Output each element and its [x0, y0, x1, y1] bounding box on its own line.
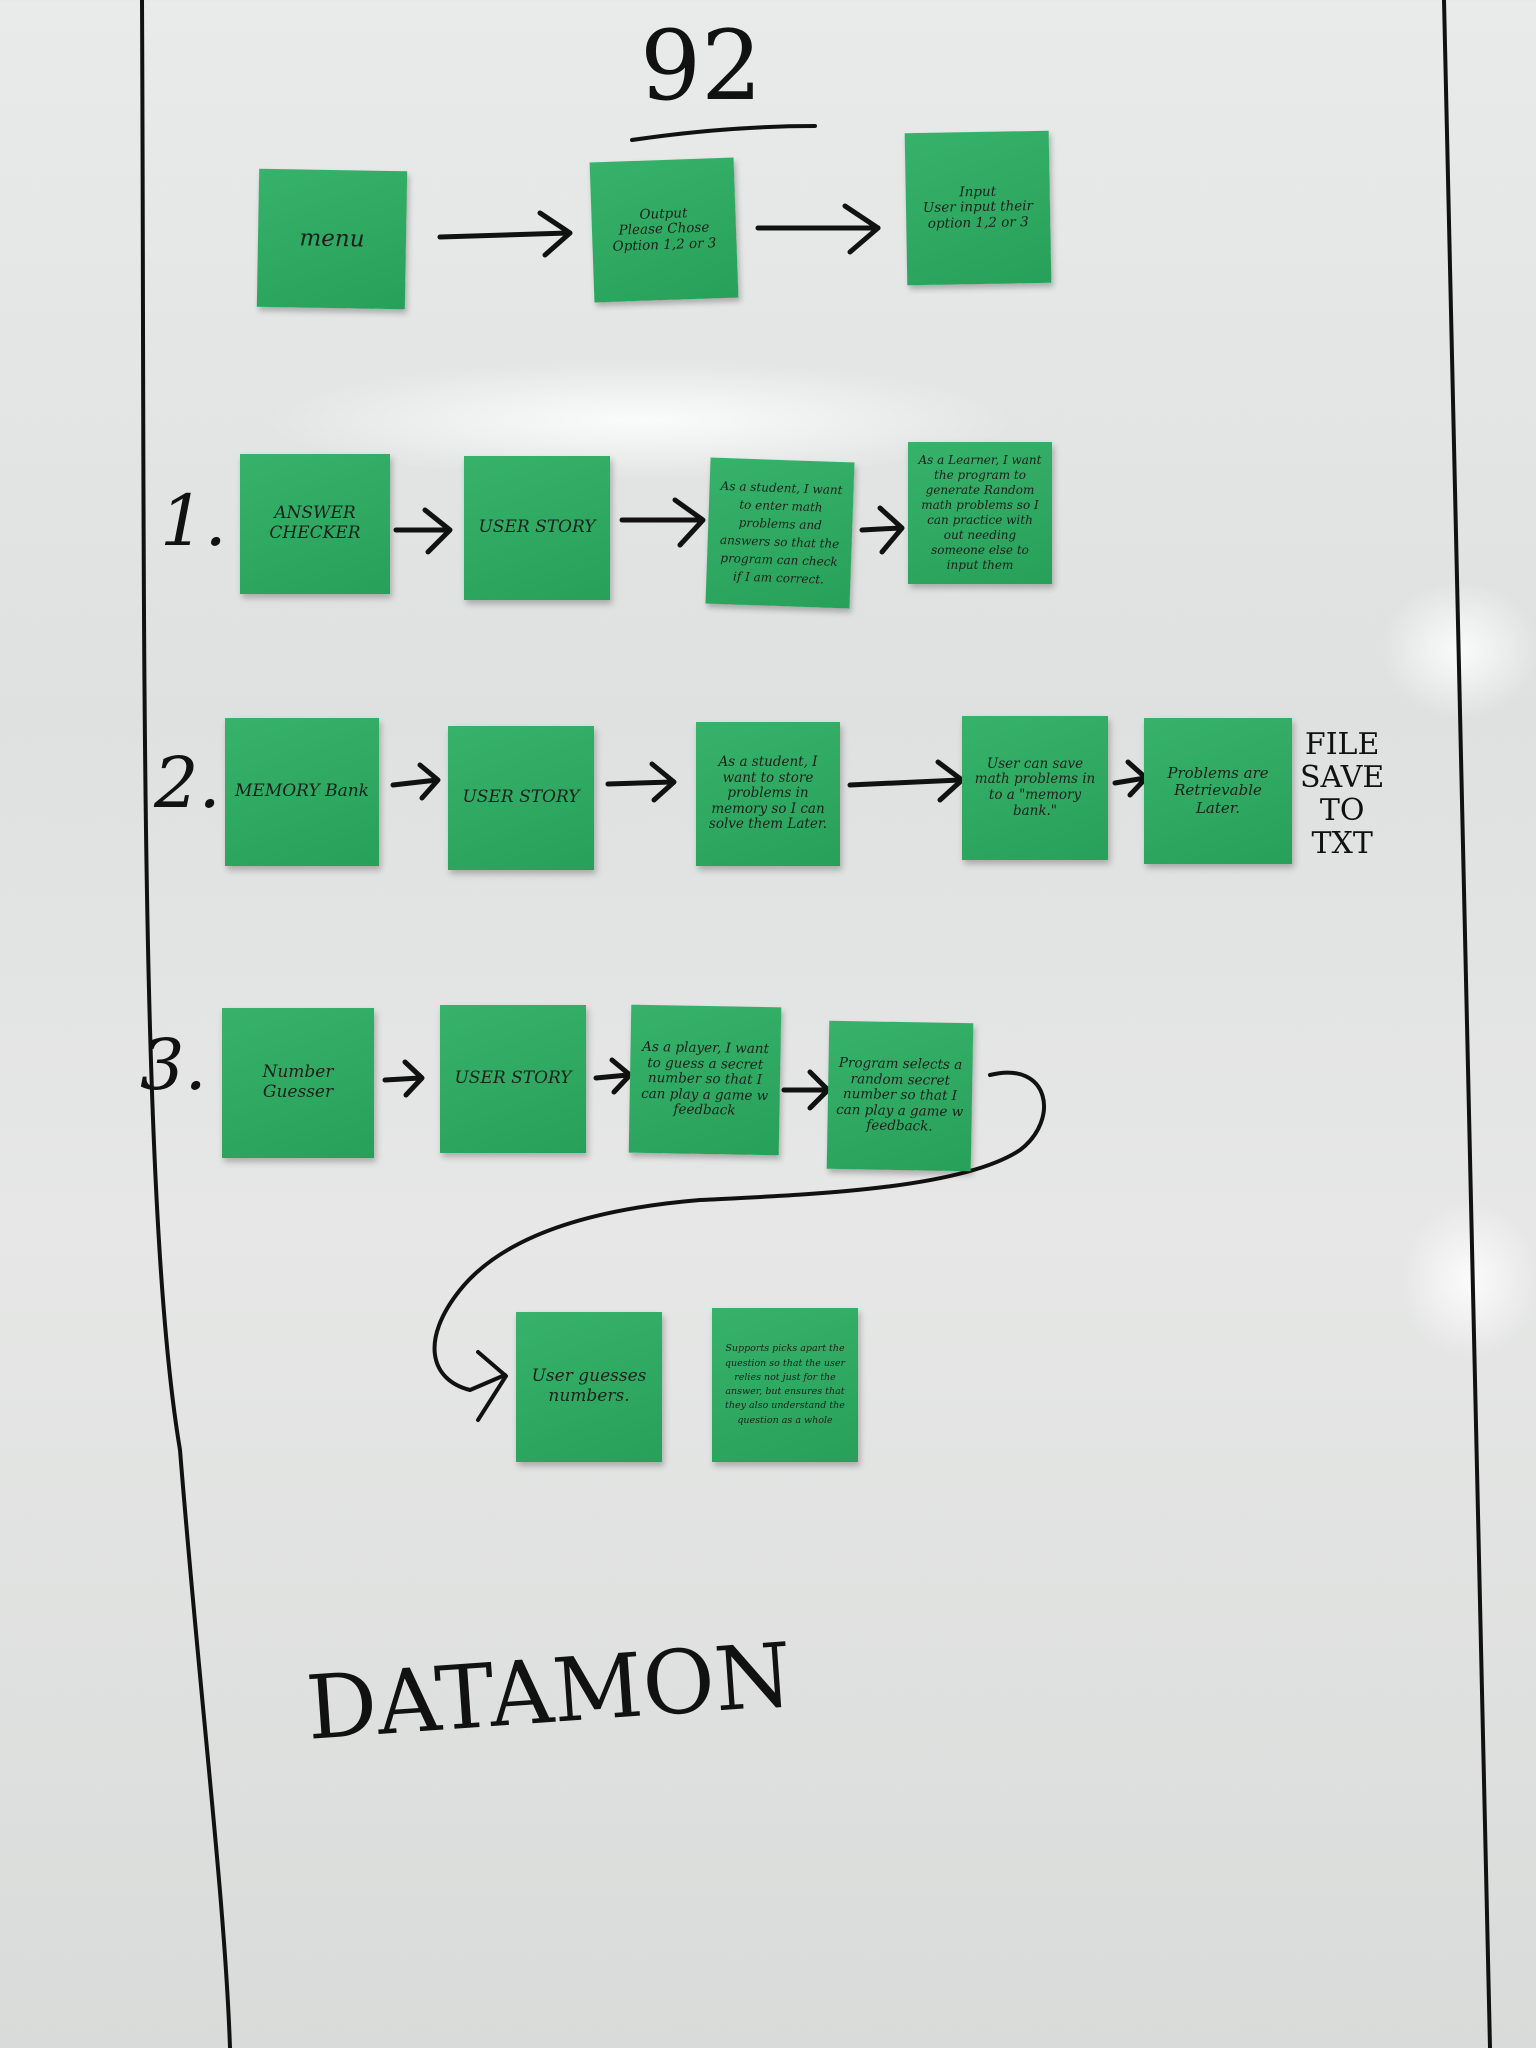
- arrow: [605, 761, 677, 803]
- sticky-note: USER STORY: [448, 726, 594, 870]
- sticky-note: Supports picks apart the question so tha…: [712, 1308, 858, 1462]
- arrow: [393, 507, 453, 555]
- sticky-note: USER STORY: [440, 1005, 586, 1153]
- sticky-note: ANSWER CHECKER: [240, 454, 390, 594]
- arrow: [859, 505, 905, 555]
- curved-arrow-head: [476, 1350, 508, 1422]
- row-number: 2.: [154, 742, 221, 824]
- sticky-note: As a student, I want to enter math probl…: [705, 457, 855, 609]
- sticky-note: Program selects a random secret number s…: [826, 1020, 974, 1172]
- sticky-note: Problems are Retrievable Later.: [1144, 718, 1292, 864]
- row-number: 3.: [140, 1024, 207, 1106]
- sticky-note: User guesses numbers.: [516, 1312, 662, 1462]
- board-left-border: [140, 0, 232, 2048]
- sticky-note: As a player, I want to guess a secret nu…: [628, 1004, 782, 1156]
- arrow: [437, 210, 573, 258]
- row-number: 1.: [160, 480, 227, 562]
- heading-underline: [630, 124, 817, 142]
- arrow: [847, 759, 965, 803]
- sticky-note: Output Please Chose Option 1,2 or 3: [589, 157, 739, 303]
- arrow: [619, 497, 706, 548]
- arrow: [755, 203, 881, 255]
- sticky-note: menu: [256, 168, 408, 310]
- sticky-note: As a student, I want to store problems i…: [696, 722, 840, 866]
- board-heading: 92: [640, 10, 763, 122]
- board-right-border: [1442, 0, 1492, 2048]
- arrow: [593, 1057, 633, 1095]
- sticky-note: User can save math problems in to a "mem…: [962, 716, 1108, 860]
- arrow: [781, 1069, 831, 1111]
- sticky-note: As a Learner, I want the program to gene…: [908, 442, 1052, 584]
- arrow: [1112, 759, 1149, 798]
- sticky-note: MEMORY Bank: [225, 718, 379, 866]
- sticky-note: Input User input their option 1,2 or 3: [904, 130, 1052, 286]
- arrow: [382, 1059, 425, 1098]
- side-note: FILE SAVE TO TXT: [1300, 727, 1385, 861]
- curved-arrow: [432, 1070, 1046, 1392]
- arrow: [390, 762, 441, 801]
- sticky-note: USER STORY: [464, 456, 610, 600]
- sticky-note: Number Guesser: [222, 1008, 374, 1158]
